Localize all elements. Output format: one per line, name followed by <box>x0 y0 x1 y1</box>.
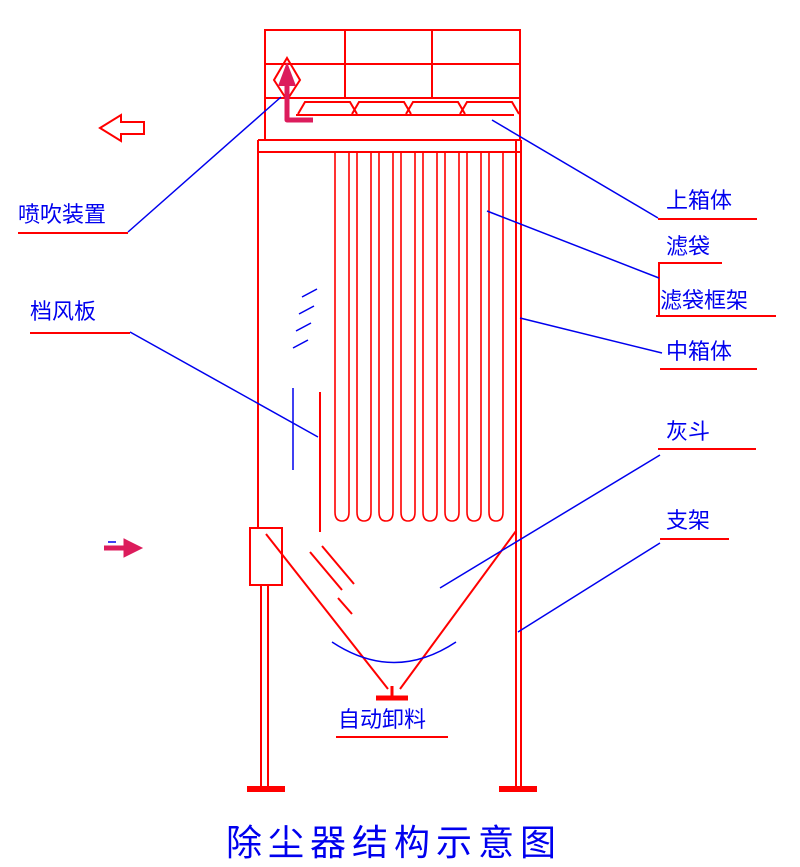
material-level-arc <box>331 641 457 664</box>
label-blow-device: 喷吹装置 <box>18 202 107 227</box>
flow-marks <box>292 288 318 470</box>
hopper <box>265 530 517 690</box>
discharge-valve <box>376 686 408 701</box>
venturi-row <box>296 101 520 116</box>
tube-sheet <box>258 139 521 153</box>
label-filter-bag: 滤袋 <box>666 234 711 259</box>
diagram-title: 除尘器结构示意图 <box>226 823 563 864</box>
label-baffle: 档风板 <box>30 299 97 324</box>
support-legs <box>247 585 537 792</box>
label-bag-cage: 滤袋框架 <box>660 288 749 313</box>
inlet-duct <box>249 527 355 615</box>
label-auto-discharge: 自动卸料 <box>338 707 427 732</box>
label-underlines <box>18 218 776 738</box>
outlet-arrow-icon <box>98 113 145 143</box>
casing-walls <box>257 140 522 786</box>
label-middle-box: 中箱体 <box>666 339 733 364</box>
label-support: 支架 <box>666 508 711 533</box>
inlet-arrow-icon <box>104 538 144 558</box>
label-ash-hopper: 灰斗 <box>666 419 711 444</box>
leader-lines <box>127 96 663 633</box>
label-upper-box: 上箱体 <box>666 188 733 213</box>
pulse-blow-pipe <box>272 56 313 123</box>
upper-plenum-grid <box>264 29 521 140</box>
filter-bags <box>334 153 504 522</box>
